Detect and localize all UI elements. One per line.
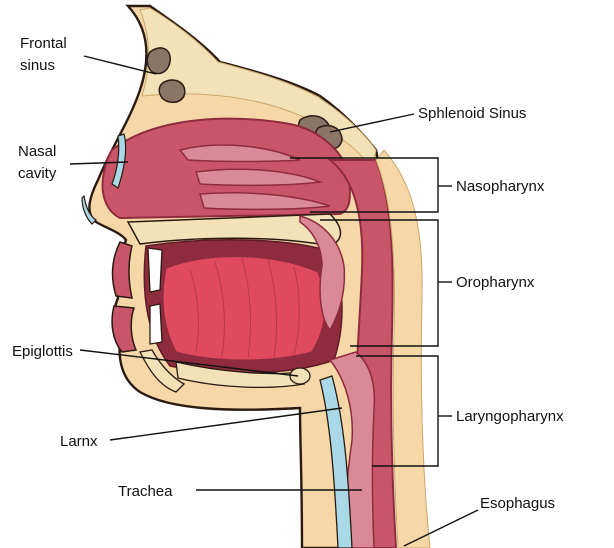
nasopharynx-label: Nasopharynx <box>456 178 545 195</box>
larynx-label: Larnx <box>60 433 98 450</box>
tongue <box>163 256 325 360</box>
trachea-label: Trachea <box>118 483 173 500</box>
frontal-sinus-shape <box>147 48 170 74</box>
upper-tooth <box>148 248 162 292</box>
esophagus-label: Esophagus <box>480 495 555 512</box>
upper-lip <box>113 242 132 298</box>
laryngopharynx-label: Laryngopharynx <box>456 408 564 425</box>
frontal-sinus-shape-2 <box>159 80 185 102</box>
sphenoid-sinus-label: Sphlenoid Sinus <box>418 105 526 122</box>
frontal-sinus-label: Frontal sinus <box>20 35 71 74</box>
lower-tooth <box>150 304 162 344</box>
epiglottis-label: Epiglottis <box>12 343 73 360</box>
oropharynx-label: Oropharynx <box>456 274 535 291</box>
nasal-cavity-label: Nasal cavity <box>18 143 61 182</box>
